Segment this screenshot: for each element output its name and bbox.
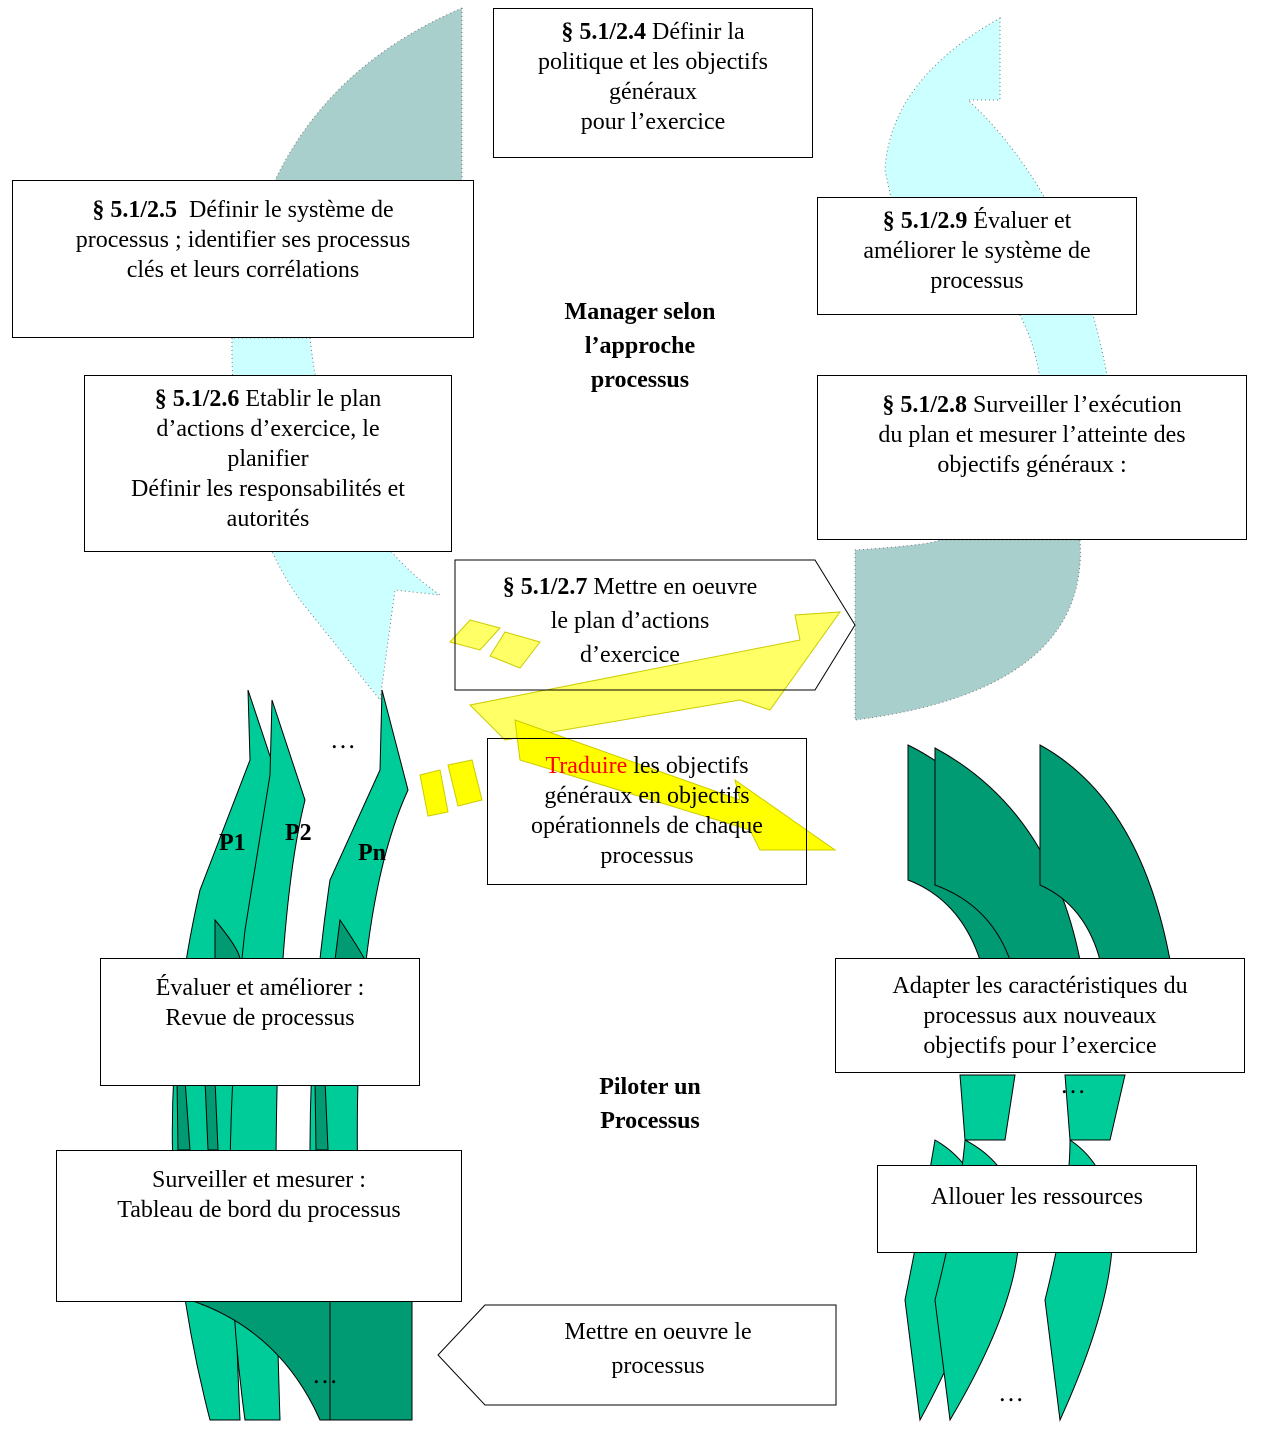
box-traduire: Traduire les objectifs généraux en objec…: [487, 738, 807, 885]
line: Évaluer et: [973, 208, 1072, 234]
process-arrows-right: [904, 744, 1171, 1422]
ellipsis-right-middle: …: [1060, 1070, 1088, 1099]
ref-5-1-2-7: § 5.1/2.7: [502, 574, 588, 600]
line: Mettre en oeuvre: [593, 574, 758, 600]
line: processus: [590, 367, 690, 393]
text-mettre-processus: Mettre en oeuvre le processus: [488, 1315, 828, 1383]
line: objectifs généraux :: [937, 452, 1127, 478]
box-5-1-2-5: § 5.1/2.5 Définir le système de processu…: [12, 180, 474, 338]
ref-5-1-2-8: § 5.1/2.8: [882, 392, 968, 418]
line: processus aux nouveaux: [923, 1003, 1157, 1029]
line: Surveiller l’exécution: [973, 392, 1182, 418]
line: Surveiller et mesurer :: [152, 1167, 366, 1193]
line: Adapter les caractéristiques du: [892, 973, 1188, 999]
line: opérationnels de chaque: [531, 813, 763, 839]
label-manager: Manager selon l’approche processus: [520, 295, 760, 397]
line: l’approche: [584, 333, 696, 359]
ref-5-1-2-6: § 5.1/2.6: [154, 386, 240, 412]
line: du plan et mesurer l’atteinte des: [878, 422, 1186, 448]
line: processus: [611, 1353, 705, 1379]
line: Mettre en oeuvre le: [564, 1319, 752, 1345]
ref-5-1-2-4: § 5.1/2.4: [561, 19, 647, 45]
line: planifier: [227, 446, 309, 472]
line: améliorer le système de: [863, 238, 1091, 264]
curved-arrow-bottom-right: [854, 539, 1081, 721]
line: pour l’exercice: [580, 109, 726, 135]
box-allouer: Allouer les ressources: [877, 1165, 1197, 1253]
line: d’exercice: [580, 642, 680, 668]
line: politique et les objectifs: [538, 49, 768, 75]
traduire-highlight: Traduire: [545, 753, 628, 779]
ref-5-1-2-9: § 5.1/2.9: [882, 208, 968, 234]
box-5-1-2-9: § 5.1/2.9 Évaluer et améliorer le systèm…: [817, 197, 1137, 315]
box-adapter: Adapter les caractéristiques du processu…: [835, 958, 1245, 1073]
pentagon-arrow-mettre: [437, 1304, 837, 1406]
line: d’actions d’exercice, le: [156, 416, 380, 442]
box-5-1-2-6: § 5.1/2.6 Etablir le plan d’actions d’ex…: [84, 375, 452, 552]
box-5-1-2-4: § 5.1/2.4 Définir la politique et les ob…: [493, 8, 813, 158]
line: le plan d’actions: [550, 608, 710, 634]
line: les objectifs: [633, 753, 749, 779]
text-5-1-2-7: § 5.1/2.7 Mettre en oeuvre le plan d’act…: [460, 570, 800, 672]
line: Définir la: [652, 19, 745, 45]
line: objectifs pour l’exercice: [923, 1033, 1157, 1059]
process-label-p2: P2: [285, 820, 312, 846]
line: Évaluer et améliorer :: [155, 975, 365, 1001]
ref-5-1-2-5: § 5.1/2.5: [92, 197, 178, 223]
line: Processus: [600, 1108, 700, 1134]
line: Manager selon: [564, 299, 716, 325]
line: Revue de processus: [165, 1005, 355, 1031]
line: clés et leurs corrélations: [126, 257, 360, 283]
line: Tableau de bord du processus: [117, 1197, 401, 1223]
line: processus: [930, 268, 1024, 294]
yellow-arrows: [419, 611, 842, 851]
line: autorités: [226, 506, 310, 532]
process-label-pn: Pn: [358, 840, 387, 866]
box-surveiller: Surveiller et mesurer : Tableau de bord …: [56, 1150, 462, 1302]
process-label-p1: P1: [219, 830, 246, 856]
line: Allouer les ressources: [931, 1184, 1143, 1210]
line: processus ; identifier ses processus: [75, 227, 411, 253]
line: processus: [600, 843, 694, 869]
box-5-1-2-8: § 5.1/2.8 Surveiller l’exécution du plan…: [817, 375, 1247, 540]
line: généraux en objectifs: [544, 783, 750, 809]
pentagon-arrow-2-7: [454, 559, 856, 691]
box-evaluer: Évaluer et améliorer : Revue de processu…: [100, 958, 420, 1086]
line: Définir les responsabilités et: [131, 476, 405, 502]
ellipsis-bottom-right: …: [998, 1378, 1026, 1407]
ellipsis-bottom-left: …: [312, 1360, 340, 1389]
line: Etablir le plan: [245, 386, 382, 412]
label-piloter: Piloter un Processus: [530, 1070, 770, 1138]
line: Définir le système de: [189, 197, 394, 223]
ellipsis-top-left: …: [330, 725, 358, 754]
line: généraux: [609, 79, 697, 105]
line: Piloter un: [599, 1074, 701, 1100]
